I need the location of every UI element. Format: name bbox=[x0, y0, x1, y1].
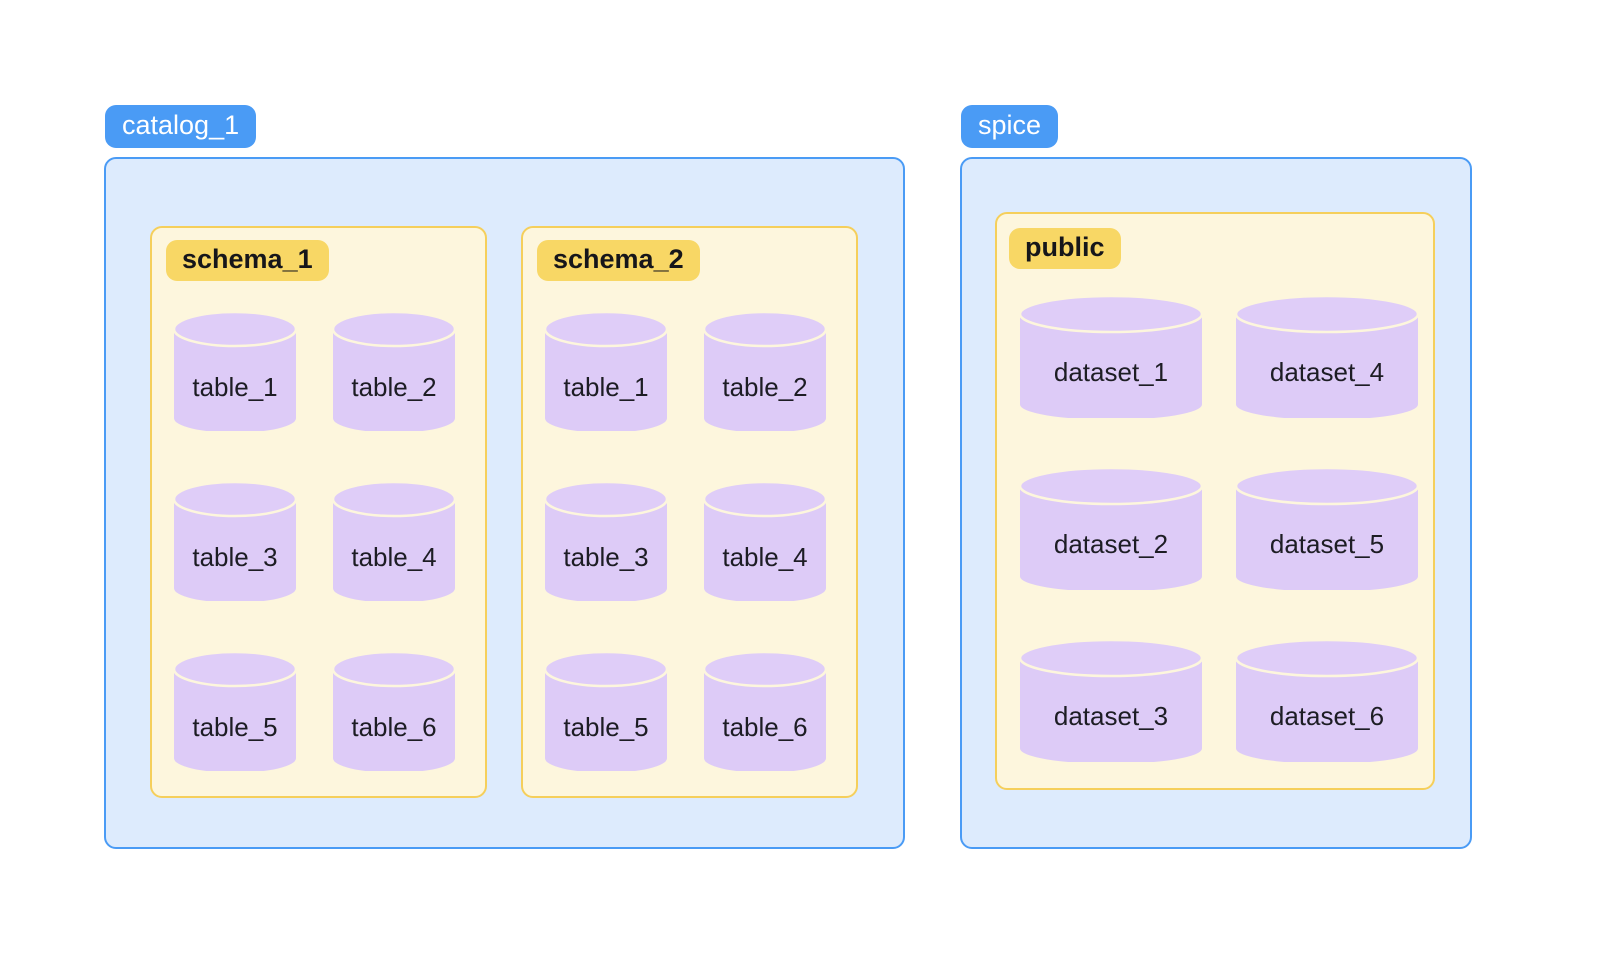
database-cylinder[interactable]: table_6 bbox=[333, 652, 455, 771]
database-cylinder[interactable]: table_6 bbox=[704, 652, 826, 771]
database-cylinder[interactable]: table_3 bbox=[545, 482, 667, 601]
object-grid: table_1 table_2 table_3 table_4 table_5 table… bbox=[545, 312, 826, 771]
schema-label-public[interactable]: public bbox=[1009, 228, 1121, 269]
database-cylinder[interactable]: table_2 bbox=[704, 312, 826, 431]
database-cylinder[interactable]: table_5 bbox=[174, 652, 296, 771]
database-cylinder[interactable]: dataset_2 bbox=[1020, 468, 1202, 590]
database-cylinder[interactable]: dataset_6 bbox=[1236, 640, 1418, 762]
database-cylinder[interactable]: table_1 bbox=[545, 312, 667, 431]
database-cylinder[interactable]: dataset_3 bbox=[1020, 640, 1202, 762]
database-cylinder[interactable]: table_4 bbox=[704, 482, 826, 601]
schema-label-schema_2[interactable]: schema_2 bbox=[537, 240, 700, 281]
database-cylinder[interactable]: table_2 bbox=[333, 312, 455, 431]
database-cylinder[interactable]: table_3 bbox=[174, 482, 296, 601]
database-cylinder[interactable]: dataset_1 bbox=[1020, 296, 1202, 418]
catalog-label-catalog_1[interactable]: catalog_1 bbox=[105, 105, 257, 148]
database-cylinder[interactable]: dataset_4 bbox=[1236, 296, 1418, 418]
schema-label-schema_1[interactable]: schema_1 bbox=[166, 240, 329, 281]
object-grid: table_1 table_2 table_3 table_4 table_5 table… bbox=[174, 312, 455, 771]
catalog-label-spice[interactable]: spice bbox=[961, 105, 1059, 148]
database-cylinder[interactable]: table_1 bbox=[174, 312, 296, 431]
database-cylinder[interactable]: dataset_5 bbox=[1236, 468, 1418, 590]
database-cylinder[interactable]: table_5 bbox=[545, 652, 667, 771]
database-cylinder[interactable]: table_4 bbox=[333, 482, 455, 601]
